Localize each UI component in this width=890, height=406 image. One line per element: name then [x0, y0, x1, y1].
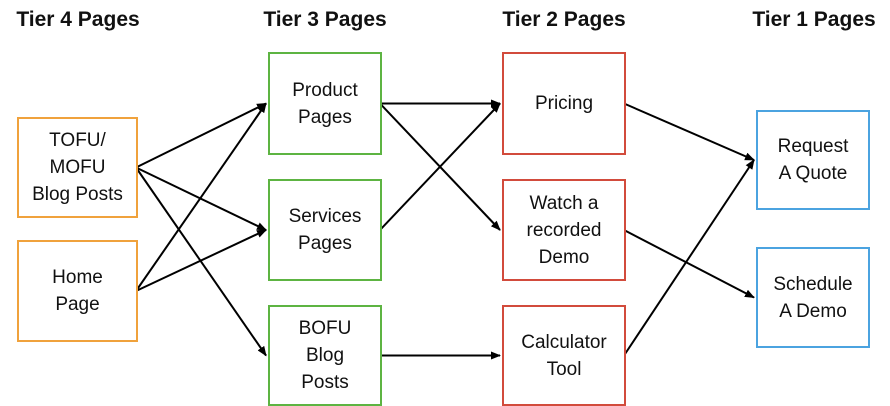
tier3-heading: Tier 3 Pages — [263, 8, 387, 31]
product-pages-box[interactable]: Product Pages — [268, 52, 382, 155]
home-page-box[interactable]: Home Page — [17, 240, 138, 342]
services-pages-box[interactable]: Services Pages — [268, 179, 382, 281]
home-page-label: Home Page — [52, 267, 103, 315]
arrow-calculator-to-request-quote — [623, 159, 755, 357]
arrow-services-to-pricing — [379, 102, 501, 231]
arrow-home-to-services — [135, 229, 267, 292]
request-a-quote-box[interactable]: Request A Quote — [756, 110, 870, 210]
bofu-blog-posts-label: BOFU Blog Posts — [298, 318, 352, 393]
tofu-mofu-blog-posts-box[interactable]: TOFU/ MOFU Blog Posts — [17, 117, 138, 218]
tier2-heading: Tier 2 Pages — [502, 8, 626, 31]
calculator-tool-box[interactable]: Calculator Tool — [502, 305, 626, 406]
schedule-a-demo-box[interactable]: Schedule A Demo — [756, 247, 870, 348]
tofu-mofu-blog-posts-label: TOFU/ MOFU Blog Posts — [32, 130, 123, 205]
arrow-pricing-to-request-quote — [623, 102, 755, 161]
pricing-label: Pricing — [534, 93, 594, 114]
calculator-tool-label: Calculator Tool — [521, 331, 607, 380]
watch-recorded-demo-box[interactable]: Watch a recorded Demo — [502, 179, 626, 281]
services-pages-label: Services Pages — [288, 206, 362, 254]
watch-recorded-demo-label: Watch a recorded Demo — [526, 192, 602, 268]
schedule-a-demo-label: Schedule A Demo — [773, 273, 853, 322]
request-a-quote-label: Request A Quote — [777, 136, 849, 184]
bofu-blog-posts-box[interactable]: BOFU Blog Posts — [268, 305, 382, 406]
tier4-heading: Tier 4 Pages — [16, 8, 140, 31]
arrow-watch-demo-to-schedule-demo — [623, 229, 755, 299]
tier1-heading: Tier 1 Pages — [752, 8, 876, 31]
product-pages-label: Product Pages — [292, 79, 358, 128]
pricing-box[interactable]: Pricing — [502, 52, 626, 155]
arrow-home-to-product — [135, 102, 267, 292]
arrow-tofu-mofu-to-product — [135, 102, 267, 169]
